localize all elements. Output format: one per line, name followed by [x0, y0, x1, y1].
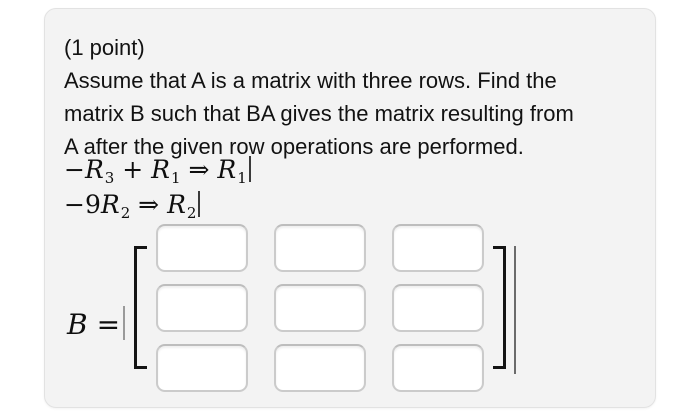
- row-operation-2: −9R2 ⇒ R2: [64, 190, 201, 222]
- cursor-line: [514, 246, 516, 374]
- text-cursor: [123, 306, 126, 340]
- problem-text-line: A after the given row operations are per…: [64, 134, 524, 159]
- matrix-cell-1-2[interactable]: [274, 224, 366, 272]
- matrix-grid: [156, 224, 484, 392]
- equals-sign: =: [96, 308, 121, 341]
- matrix-cell-3-1[interactable]: [156, 344, 248, 392]
- right-bracket: [493, 246, 506, 369]
- matrix-cell-2-1[interactable]: [156, 284, 248, 332]
- matrix-cell-2-3[interactable]: [392, 284, 484, 332]
- text-cursor: [198, 191, 201, 217]
- problem-text-line: matrix B such that BA gives the matrix r…: [64, 101, 574, 126]
- matrix-cell-1-1[interactable]: [156, 224, 248, 272]
- problem-card: (1 point) Assume that A is a matrix with…: [44, 8, 656, 408]
- row-operation-1: −R3 + R1 ⇒ R1: [64, 155, 251, 187]
- matrix-cell-3-3[interactable]: [392, 344, 484, 392]
- points-label: (1 point): [64, 35, 145, 60]
- matrix-variable-label: B: [67, 308, 88, 341]
- answer-label: B=: [67, 306, 126, 341]
- matrix-cell-1-3[interactable]: [392, 224, 484, 272]
- problem-text-line: Assume that A is a matrix with three row…: [64, 68, 557, 93]
- problem-statement: (1 point) Assume that A is a matrix with…: [64, 31, 574, 163]
- matrix-cell-2-2[interactable]: [274, 284, 366, 332]
- text-cursor: [248, 156, 251, 182]
- matrix-cell-3-2[interactable]: [274, 344, 366, 392]
- left-bracket: [134, 246, 147, 369]
